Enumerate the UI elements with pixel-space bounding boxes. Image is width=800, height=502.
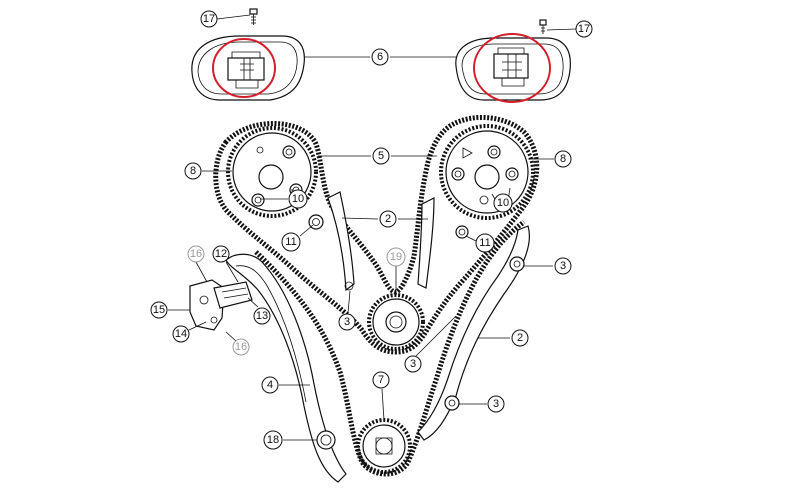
svg-text:17: 17 [203, 13, 215, 25]
callout-2-upper: 2 [379, 210, 397, 228]
fixed-guide-right [417, 225, 530, 441]
svg-text:11: 11 [479, 237, 490, 249]
callout-11-left: 11 [281, 232, 301, 252]
timing-arrow-icon [462, 147, 473, 159]
leader-lines [168, 14, 577, 441]
svg-text:11: 11 [285, 236, 296, 248]
upper-guide-right [417, 197, 435, 289]
svg-text:7: 7 [378, 374, 384, 386]
callout-2-lower: 2 [511, 329, 529, 347]
bolt-left [249, 8, 258, 25]
callout-3-right-upper: 3 [554, 257, 572, 275]
highlight-circle-right [473, 33, 551, 103]
guide-assembly-right [455, 33, 571, 103]
svg-text:3: 3 [344, 316, 350, 328]
svg-text:2: 2 [517, 332, 523, 344]
callout-8-right: 8 [554, 150, 572, 168]
callout-13: 13 [253, 307, 271, 325]
callout-17-right: 17 [575, 20, 593, 38]
tensioner-arm-left [225, 253, 347, 483]
crank-timing-chain [254, 219, 526, 477]
svg-text:15: 15 [153, 304, 165, 316]
upper-guide-left [327, 191, 355, 292]
callout-3-center: 3 [338, 313, 356, 331]
svg-text:8: 8 [560, 153, 566, 165]
callout-10-right: 10 [493, 193, 513, 213]
callout-17-left: 17 [200, 10, 218, 28]
callout-11-right: 11 [475, 233, 495, 253]
crank-sprocket [356, 418, 412, 474]
svg-text:5: 5 [378, 150, 384, 162]
callout-5: 5 [372, 147, 390, 165]
svg-text:14: 14 [175, 328, 187, 340]
cam-sprocket-left [226, 126, 318, 218]
svg-text:10: 10 [497, 197, 509, 209]
pivot-bolt-right [455, 225, 469, 239]
svg-text:17: 17 [578, 23, 590, 35]
callout-16-upper: 16 [187, 245, 205, 263]
cam-timing-chain [213, 114, 540, 355]
svg-text:13: 13 [256, 310, 268, 322]
svg-text:12: 12 [215, 248, 227, 260]
svg-text:16: 16 [190, 248, 202, 260]
callout-12: 12 [212, 245, 230, 263]
guide-assembly-left [191, 35, 305, 101]
svg-text:3: 3 [410, 358, 416, 370]
svg-text:18: 18 [267, 434, 279, 446]
callout-10-left: 10 [288, 189, 308, 209]
svg-text:2: 2 [385, 213, 391, 225]
svg-text:6: 6 [377, 51, 383, 63]
cam-sprocket-right [439, 124, 535, 220]
callout-4: 4 [261, 376, 279, 394]
svg-text:10: 10 [292, 193, 304, 205]
svg-text:19: 19 [390, 251, 402, 263]
svg-text:16: 16 [235, 341, 247, 353]
svg-text:4: 4 [267, 379, 273, 391]
callout-15: 15 [150, 301, 168, 319]
callout-19: 19 [386, 247, 406, 267]
bolt-right [539, 19, 547, 34]
callout-14: 14 [172, 325, 190, 343]
svg-text:3: 3 [560, 260, 566, 272]
svg-text:8: 8 [190, 165, 196, 177]
callout-7: 7 [372, 371, 390, 389]
callout-6: 6 [371, 48, 389, 66]
chain-tensioner [189, 279, 253, 331]
callout-3-lower-center: 3 [404, 355, 422, 373]
idler-sprocket [367, 293, 425, 351]
callout-18: 18 [263, 430, 283, 450]
highlight-circle-left [212, 38, 276, 98]
callout-8-left: 8 [184, 162, 202, 180]
svg-text:3: 3 [493, 398, 499, 410]
callout-3-right-lower: 3 [487, 395, 505, 413]
callout-16-lower: 16 [232, 338, 250, 356]
